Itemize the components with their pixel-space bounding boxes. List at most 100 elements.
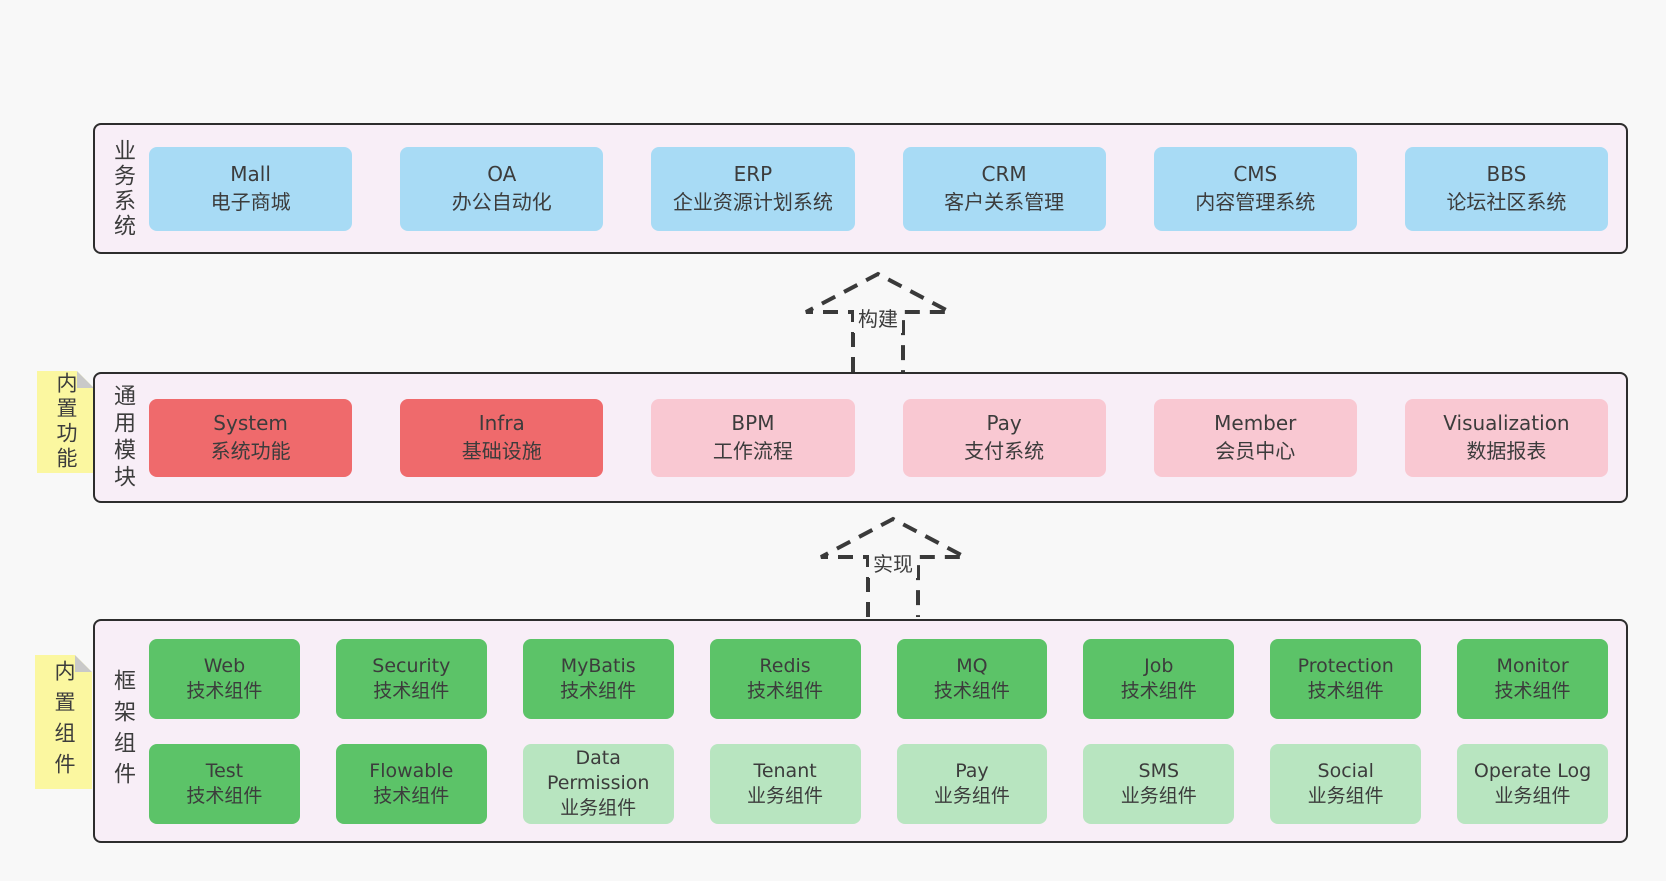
dashed-up-arrow-shape	[805, 271, 951, 372]
box-desc: 业务组件	[1494, 784, 1571, 807]
box-name: Redis	[759, 654, 811, 677]
box-name: Security	[372, 654, 451, 677]
box-name: Member	[1214, 410, 1297, 435]
box-bbs: BBS 论坛社区系统	[1404, 146, 1609, 231]
box-desc: 工作流程	[712, 438, 793, 463]
box-name: MQ	[956, 654, 988, 677]
box-name: MyBatis	[560, 654, 636, 677]
box-name: CMS	[1233, 161, 1278, 186]
box-desc: 支付系统	[964, 438, 1045, 463]
box-name: Pay	[955, 759, 989, 782]
box-mybatis: MyBatis 技术组件	[522, 638, 674, 719]
box-desc: 技术组件	[186, 679, 263, 702]
layer-business-systems: 业务系统 Mall 电子商城 OA 办公自动化 ERP 企业资源计划系统 CRM…	[93, 123, 1628, 254]
box-mq: MQ 技术组件	[896, 638, 1048, 719]
layer-framework-components: 框架组件 Web 技术组件 Security 技术组件 MyBatis 技术组件…	[93, 619, 1628, 843]
box-security: Security 技术组件	[335, 638, 487, 719]
box-name: Mall	[230, 161, 271, 186]
box-crm: CRM 客户关系管理	[902, 146, 1106, 231]
box-name: CRM	[981, 161, 1027, 186]
box-desc: 基础设施	[461, 438, 542, 463]
box-name: Flowable	[369, 759, 454, 782]
box-desc: 技术组件	[747, 679, 824, 702]
box-pay-component: Pay 业务组件	[896, 743, 1048, 824]
box-member: Member 会员中心	[1153, 398, 1357, 477]
box-name: BBS	[1486, 161, 1527, 186]
sticky-text: 内置功能	[54, 372, 78, 472]
box-pay: Pay 支付系统	[902, 398, 1106, 477]
build-arrow-label: 构建	[854, 302, 902, 333]
box-bpm: BPM 工作流程	[651, 398, 855, 477]
box-desc: 技术组件	[1494, 679, 1571, 702]
box-name: Protection	[1297, 654, 1394, 677]
box-redis: Redis 技术组件	[709, 638, 861, 719]
box-social: Social 业务组件	[1270, 743, 1422, 824]
layer-label-common-modules: 通用模块	[110, 383, 135, 492]
folded-corner-icon	[75, 655, 92, 672]
box-name: Test	[205, 759, 244, 782]
box-name: OA	[487, 161, 517, 186]
layer-label-framework-components: 框架组件	[110, 669, 135, 793]
box-desc: 业务组件	[1120, 784, 1197, 807]
box-visualization: Visualization 数据报表	[1404, 398, 1609, 477]
box-flowable: Flowable 技术组件	[335, 743, 487, 824]
layer-label-business-systems: 业务系统	[110, 138, 135, 239]
box-desc: 技术组件	[933, 679, 1010, 702]
box-desc: 技术组件	[186, 784, 263, 807]
box-protection: Protection 技术组件	[1270, 638, 1422, 719]
dashed-up-arrow-shape	[820, 516, 966, 617]
box-desc: 客户关系管理	[944, 189, 1065, 214]
folded-corner-icon	[77, 371, 94, 388]
box-desc: 业务组件	[560, 796, 637, 819]
box-operate-log: Operate Log 业务组件	[1457, 743, 1608, 824]
box-tenant: Tenant 业务组件	[709, 743, 861, 824]
box-desc: 系统功能	[210, 438, 291, 463]
implement-arrow-label: 实现	[869, 547, 917, 578]
box-desc: 会员中心	[1215, 438, 1296, 463]
box-name: BPM	[731, 410, 775, 435]
box-infra: Infra 基础设施	[400, 398, 604, 477]
box-mall: Mall 电子商城	[149, 146, 353, 231]
box-job: Job 技术组件	[1083, 638, 1235, 719]
module-boxes-row: System 系统功能 Infra 基础设施 BPM 工作流程 Pay 支付系统…	[149, 374, 1626, 501]
box-name: System	[213, 410, 288, 435]
box-desc: 技术组件	[373, 784, 450, 807]
component-row-1: Web 技术组件 Security 技术组件 MyBatis 技术组件 Redi…	[149, 638, 1608, 719]
box-name: SMS	[1138, 759, 1180, 782]
box-name: Tenant	[753, 759, 817, 782]
box-test: Test 技术组件	[149, 743, 300, 824]
box-desc: 业务组件	[747, 784, 824, 807]
box-cms: CMS 内容管理系统	[1153, 146, 1357, 231]
box-desc: 论坛社区系统	[1446, 189, 1567, 214]
box-desc: 业务组件	[1307, 784, 1384, 807]
box-erp: ERP 企业资源计划系统	[651, 146, 855, 231]
box-name: Data Permission	[546, 747, 650, 795]
sticky-text: 内置组件	[52, 660, 76, 784]
box-name: Operate Log	[1473, 759, 1592, 782]
box-system: System 系统功能	[149, 398, 353, 477]
box-data-permission: Data Permission 业务组件	[522, 743, 674, 824]
box-name: Visualization	[1443, 410, 1570, 435]
box-name: Social	[1317, 759, 1374, 782]
box-desc: 办公自动化	[451, 189, 552, 214]
box-desc: 业务组件	[933, 784, 1010, 807]
box-desc: 内容管理系统	[1195, 189, 1316, 214]
box-desc: 技术组件	[373, 679, 450, 702]
layer-common-modules: 通用模块 System 系统功能 Infra 基础设施 BPM 工作流程 Pay…	[93, 372, 1628, 503]
box-desc: 电子商城	[210, 189, 291, 214]
box-name: Monitor	[1496, 654, 1569, 677]
box-desc: 数据报表	[1466, 438, 1547, 463]
box-sms: SMS 业务组件	[1083, 743, 1235, 824]
box-name: ERP	[733, 161, 773, 186]
build-arrow: 构建	[800, 262, 956, 374]
box-web: Web 技术组件	[149, 638, 300, 719]
box-name: Job	[1144, 654, 1174, 677]
component-boxes-grid: Web 技术组件 Security 技术组件 MyBatis 技术组件 Redi…	[149, 621, 1626, 841]
box-desc: 技术组件	[1307, 679, 1384, 702]
box-oa: OA 办公自动化	[400, 146, 604, 231]
sticky-note-builtin-features: 内置功能	[37, 371, 94, 473]
box-name: Web	[203, 654, 246, 677]
box-desc: 技术组件	[1120, 679, 1197, 702]
implement-arrow: 实现	[815, 507, 971, 619]
